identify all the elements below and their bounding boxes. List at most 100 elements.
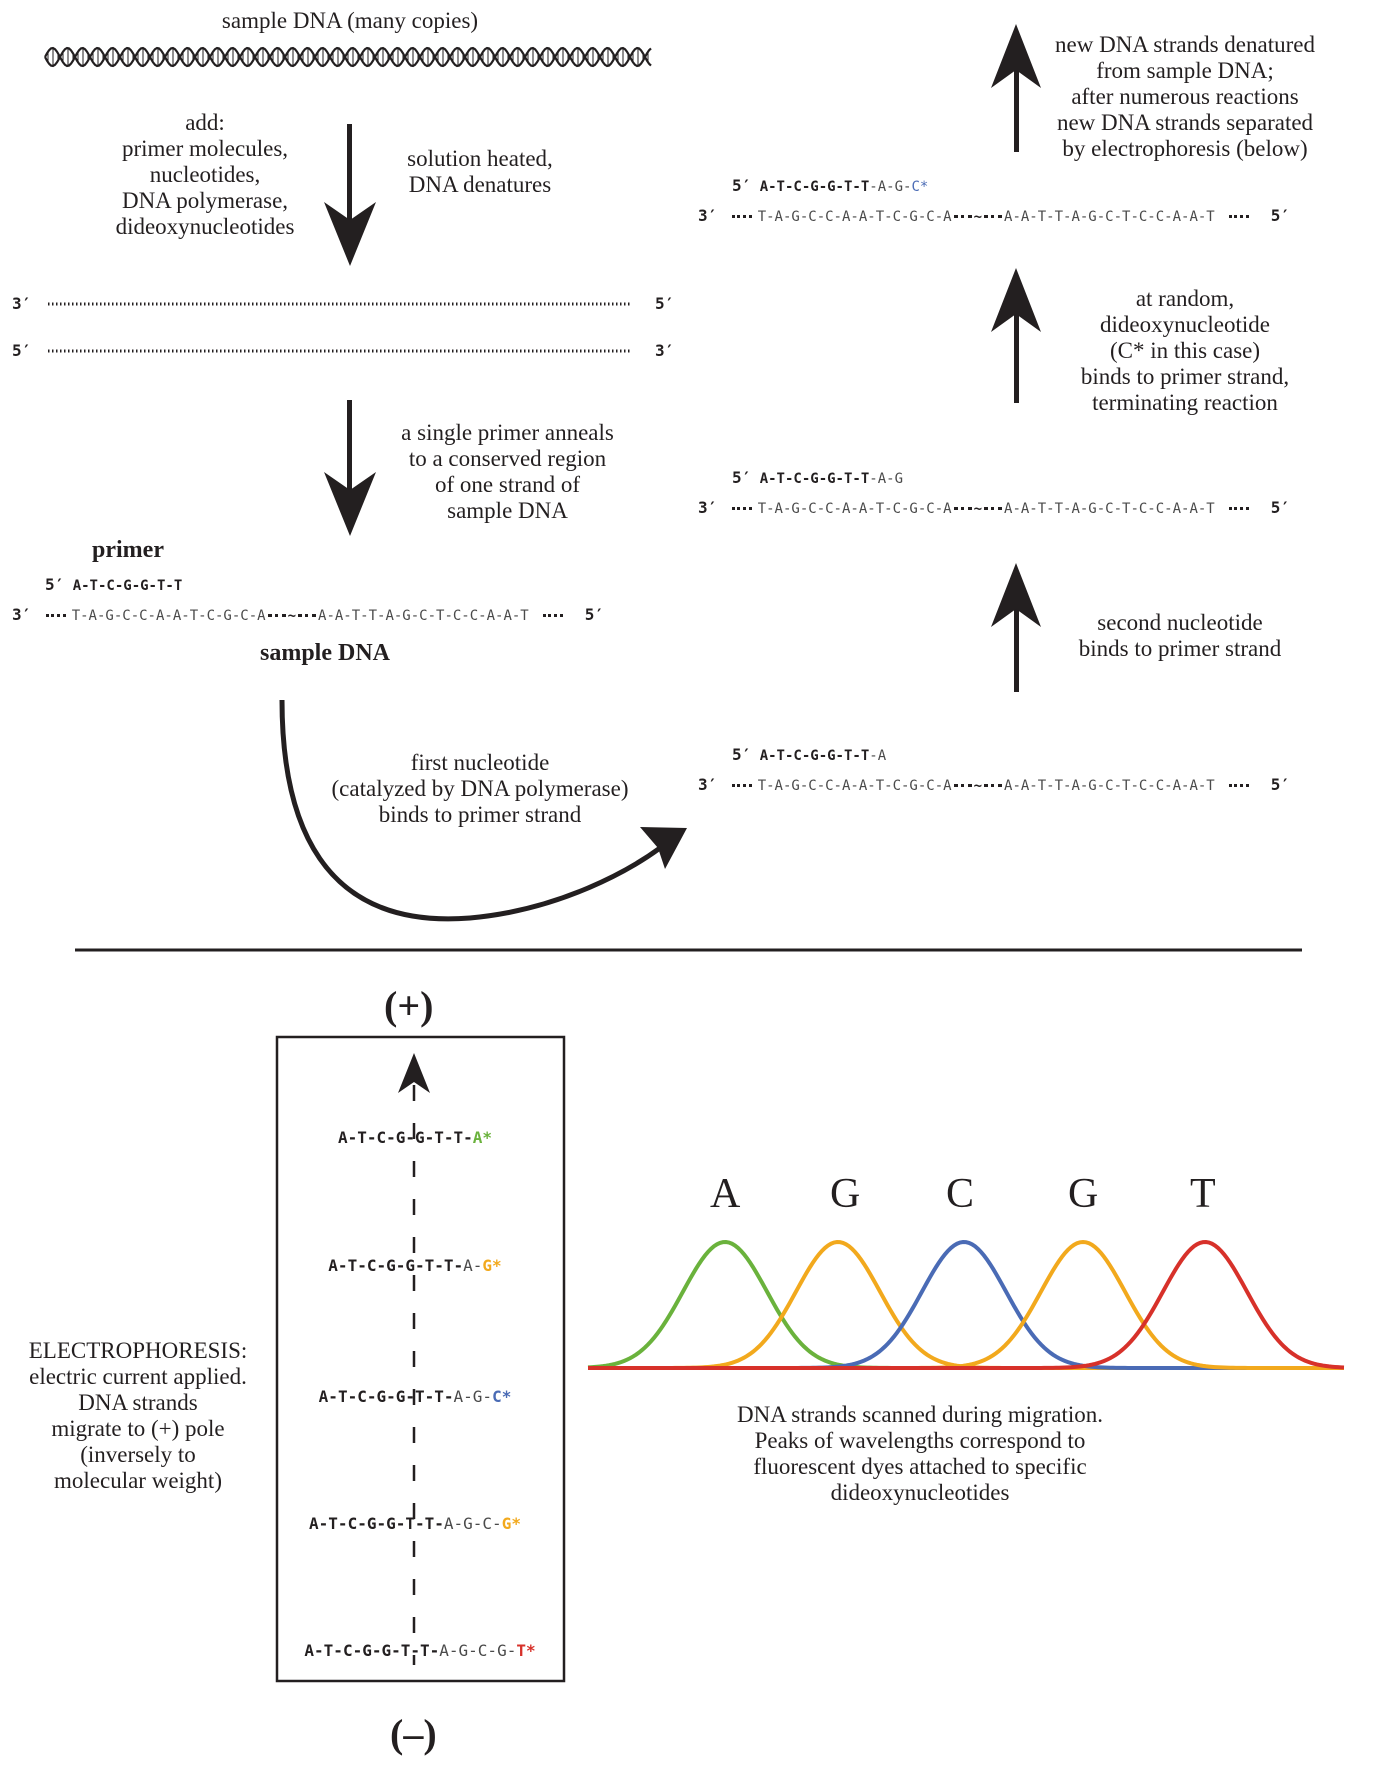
random-line: terminating reaction (1092, 390, 1278, 415)
end-label: 5′ (584, 605, 604, 624)
denatured-label: new DNA strands denatured from sample DN… (1040, 32, 1330, 162)
arrow-up-denatured (991, 24, 1041, 152)
peak-letter: G (1068, 1171, 1099, 1217)
primer-sequence: A-T-C-G-G-T-T (72, 578, 183, 594)
primer-strand-ddc: 5′ A-T-C-G-G-T-T-A-G-C* (732, 176, 928, 195)
random-line: (C* in this case) (1109, 338, 1261, 363)
template-strand-second: 3′ T-A-G-C-C-A-A-T-C-G-C-A ~ A-A-T-T-A-G-C… (698, 498, 1290, 517)
end-label: 3′ (655, 341, 675, 360)
dd-nucleotide: G* (482, 1256, 502, 1275)
second-nuc-line: binds to primer strand (1078, 636, 1282, 661)
gel-band: A-T-C-G-G-T-T-A-G* (328, 1256, 502, 1275)
chromatogram (587, 1239, 1345, 1370)
end-label: 5′ (655, 294, 675, 313)
sample-dna-label: sample DNA (260, 640, 390, 666)
denatured-line: after numerous reactions (1071, 84, 1299, 109)
tilde: ~ (973, 501, 983, 517)
positive-pole-label: (+) (384, 983, 434, 1028)
gel-band: A-T-C-G-G-T-T-A-G-C* (318, 1387, 512, 1406)
caption-line: fluorescent dyes attached to specific (753, 1454, 1087, 1479)
first-nuc-line: binds to primer strand (378, 802, 582, 827)
caption-line: dideoxynucleotides (830, 1480, 1010, 1505)
extension: -A-G (869, 471, 903, 487)
first-nucleotide-label: first nucleotide (catalyzed by DNA polym… (310, 750, 650, 828)
peak-letter: G (830, 1171, 861, 1217)
arrow-down-anneal (324, 400, 376, 536)
gel-box (275, 1035, 566, 1683)
caption-line: DNA strands scanned during migration. (736, 1402, 1104, 1427)
add-reagents-label: add: primer molecules, nucleotides, DNA … (75, 110, 335, 240)
template-left: T-A-G-C-C-A-A-T-C-G-C-A (757, 209, 952, 225)
ddc-label: C* (911, 179, 929, 195)
electro-line: ELECTROPHORESIS: (28, 1338, 248, 1363)
electro-line: migrate to (+) pole (51, 1416, 225, 1441)
template-strand: 3′ T-A-G-C-C-A-A-T-C-G-C-A~A-A-T-T-A-G-C… (12, 605, 604, 624)
primer-strand: 5′ A-T-C-G-G-T-T (45, 575, 182, 594)
extension: -A-G- (869, 179, 912, 195)
dd-nucleotide: G* (501, 1514, 521, 1533)
dd-nucleotide: A* (472, 1128, 493, 1147)
first-nuc-line: (catalyzed by DNA polymerase) (331, 776, 629, 801)
end-label: 3′ (698, 775, 718, 794)
dd-nucleotide: C* (492, 1387, 512, 1406)
template-left: T-A-G-C-C-A-A-T-C-G-C-A (757, 501, 952, 517)
peak-t-curve (588, 1240, 1345, 1370)
arrow-curved-first-nucleotide (279, 699, 687, 922)
anneal-line: sample DNA (447, 498, 568, 523)
end-label: 5′ (1270, 498, 1290, 517)
template-left: T-A-G-C-C-A-A-T-C-G-C-A (71, 608, 266, 624)
template-right: A-A-T-T-A-G-C-T-C-C-A-A-T (1004, 209, 1215, 225)
primer-sequence: A-T-C-G-G-T-T (759, 748, 870, 764)
end-label: 5′ (12, 341, 32, 360)
denatured-line: by electrophoresis (below) (1062, 136, 1308, 161)
tilde: ~ (973, 778, 983, 794)
denatured-line: new DNA strands separated (1056, 110, 1314, 135)
dna-helix (44, 46, 652, 68)
electro-line: (inversely to (80, 1442, 196, 1467)
heat-label: solution heated, DNA denatures (375, 146, 585, 198)
arrow-up-random (991, 268, 1041, 403)
end-label: 5′ (732, 468, 752, 487)
primer-strand-first: 5′ A-T-C-G-G-T-T-A (732, 745, 886, 764)
end-label: 5′ (732, 176, 752, 195)
template-strand-first: 3′ T-A-G-C-C-A-A-T-C-G-C-A~A-A-T-T-A-G-C… (698, 775, 1290, 794)
electrophoresis-label: ELECTROPHORESIS: electric current applie… (0, 1338, 276, 1494)
arrow-up-second (991, 563, 1041, 692)
end-label: 3′ (12, 294, 32, 313)
end-label: 5′ (732, 745, 752, 764)
random-label: at random, dideoxynucleotide (C* in this… (1055, 286, 1315, 416)
sample-dna-title: sample DNA (many copies) (221, 8, 479, 33)
caption-line: Peaks of wavelengths correspond to (754, 1428, 1086, 1453)
template-strand-ddc: 3′ T-A-G-C-C-A-A-T-C-G-C-A~A-A-T-T-A-G-C… (698, 206, 1290, 225)
peak-letter: T (1190, 1171, 1216, 1217)
primer-sequence: A-T-C-G-G-T-T (759, 179, 870, 195)
gel-band: A-T-C-G-G-T-T-A* (337, 1128, 493, 1147)
end-label: 3′ (698, 498, 718, 517)
template-left: T-A-G-C-C-A-A-T-C-G-C-A (757, 778, 952, 794)
heat-line: DNA denatures (408, 172, 552, 197)
add-line: primer molecules, (121, 136, 289, 161)
peak-letter: A (710, 1171, 741, 1217)
random-line: binds to primer strand, (1080, 364, 1290, 389)
tilde: ~ (287, 608, 297, 624)
template-right: A-A-T-T-A-G-C-T-C-C-A-A-T (318, 608, 529, 624)
anneal-label: a single primer anneals to a conserved r… (375, 420, 640, 524)
add-line: add: (185, 110, 225, 135)
template-right: A-A-T-T-A-G-C-T-C-C-A-A-T (1004, 501, 1215, 517)
end-label: 3′ (698, 206, 718, 225)
gel-band: A-T-C-G-G-T-T-A-G-C-G-T* (304, 1641, 536, 1660)
peak-letter: C (946, 1171, 975, 1217)
random-line: dideoxynucleotide (1100, 312, 1270, 337)
anneal-line: of one strand of (435, 472, 580, 497)
end-label: 5′ (1270, 775, 1290, 794)
anneal-line: to a conserved region (408, 446, 607, 471)
primer-label: primer (92, 537, 164, 563)
negative-pole-label: (–) (390, 1711, 437, 1756)
add-line: dideoxynucleotides (115, 214, 295, 239)
arrow-down-denature (324, 124, 376, 266)
denatured-line: from sample DNA; (1096, 58, 1274, 83)
end-label: 5′ (1270, 206, 1290, 225)
primer-strand-second: 5′ A-T-C-G-G-T-T-A-G (732, 468, 903, 487)
add-line: DNA polymerase, (121, 188, 289, 213)
